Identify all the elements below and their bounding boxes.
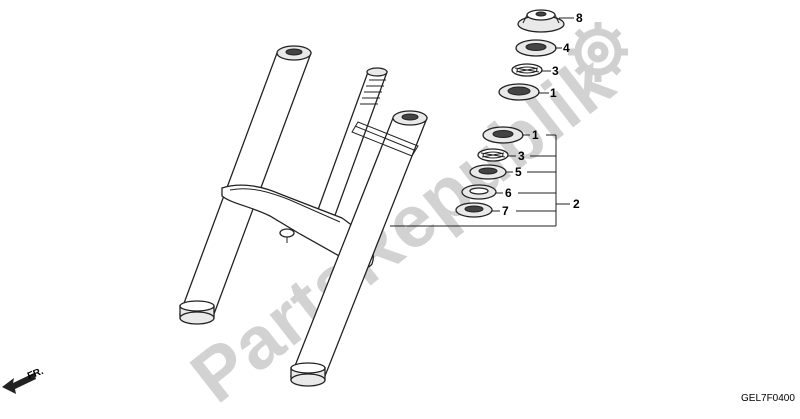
- bottom-bridge[interactable]: [221, 184, 374, 269]
- part-3-bearing-low[interactable]: [477, 148, 509, 162]
- part-8-nut[interactable]: [517, 9, 565, 33]
- callout-1-top: 1: [550, 86, 557, 100]
- callout-7: 7: [502, 204, 509, 218]
- wire-clip[interactable]: [351, 121, 419, 157]
- part-1-cone-top[interactable]: [498, 83, 540, 101]
- callout-1-low: 1: [532, 128, 539, 142]
- callout-3-low: 3: [518, 149, 525, 163]
- callout-8: 8: [576, 11, 583, 25]
- diagram-code: GEL7F0400: [741, 393, 795, 404]
- group-bracket: [516, 134, 570, 226]
- callout-4: 4: [563, 41, 570, 55]
- callout-5: 5: [515, 165, 522, 179]
- part-5-race[interactable]: [469, 164, 507, 180]
- part-4-race[interactable]: [515, 39, 557, 57]
- right-fork-tube[interactable]: [290, 110, 428, 387]
- left-fork-tube[interactable]: [179, 45, 312, 325]
- callout-6: 6: [505, 186, 512, 200]
- part-1-cone-low[interactable]: [482, 126, 524, 144]
- part-6-seal[interactable]: [461, 184, 497, 200]
- callout-3-top: 3: [552, 64, 559, 78]
- part-3-bearing-top[interactable]: [511, 63, 543, 77]
- steering-stem[interactable]: [314, 67, 388, 222]
- part-7-dust-seal[interactable]: [455, 202, 493, 218]
- gear-icon: [568, 22, 628, 82]
- callout-2: 2: [573, 197, 580, 211]
- arrow-icon: [2, 373, 36, 394]
- fork-diagram: [2, 9, 628, 394]
- diagram-canvas: PartsRepublik: [2, 9, 795, 418]
